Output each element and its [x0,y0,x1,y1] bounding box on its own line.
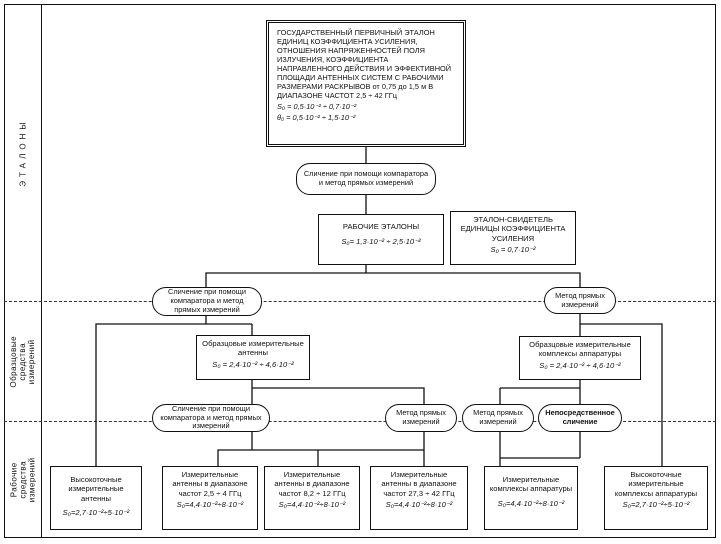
method-left-low-pill: Сличение при помощи компаратора и метод … [152,404,270,432]
bottom-box-2-value: S₀=4,4·10⁻²÷8·10⁻² [176,499,244,509]
bottom-box-4: Измерительные антенны в диапазоне частот… [370,466,468,530]
section-divider-2 [4,421,716,422]
ref-complexes-box: Образцовые измерительные комплексы аппар… [519,336,641,380]
bottom-box-2: Измерительные антенны в диапазоне частот… [162,466,258,530]
diagram-frame [4,4,716,538]
bottom-box-4-value: S₀=4,4·10⁻²÷8·10⁻² [385,499,453,509]
bottom-box-3: Измерительные антенны в диапазоне частот… [264,466,360,530]
ref-antennas-box: Образцовые измерительные антенны S₀ = 2,… [196,335,310,380]
bottom-box-6: Высокоточные измерительные комплексы апп… [604,466,708,530]
method-immediate-pill: Непосредственное сличение [538,404,622,432]
ref-complexes-value: S₀ = 2,4·10⁻² ÷ 4,6·10⁻² [539,360,621,370]
side-column [4,4,42,538]
section-divider-1 [4,301,716,302]
bottom-box-4-title: Измерительные антенны в диапазоне частот… [381,470,457,498]
method-direct-b-pill: Метод прямых измерений [462,404,534,432]
bottom-box-5-value: S₀=4,4·10⁻²÷8·10⁻² [497,498,565,508]
method-top-pill: Сличение при помощи компаратора и метод … [296,163,436,195]
bottom-box-1: Высокоточные измерительные антенны S₀=2,… [50,466,142,530]
primary-theta0-value: θ₀ = 0,5·10⁻² ÷ 1,5·10⁻² [277,113,356,123]
ref-complexes-title: Образцовые измерительные комплексы аппар… [529,340,631,359]
bottom-box-1-title: Высокоточные измерительные антенны [68,475,124,503]
ref-antennas-value: S₀ = 2,4·10⁻² ÷ 4,6·10⁻² [212,359,294,369]
bottom-box-6-title: Высокоточные измерительные комплексы апп… [614,470,698,498]
witness-etalon-box: ЭТАЛОН-СВИДЕТЕЛЬ ЕДИНИЦЫ КОЭФФИЦИЕНТА УС… [450,211,576,265]
bottom-box-1-value: S₀=2,7·10⁻²÷5·10⁻² [62,507,130,517]
bottom-box-5: Измерительные комплексы аппаратуры S₀=4,… [484,466,578,530]
primary-etalon-box: ГОСУДАРСТВЕННЫЙ ПЕРВИЧНЫЙ ЭТАЛОН ЕДИНИЦ … [266,20,466,147]
working-etalon-title: РАБОЧИЕ ЭТАЛОНЫ [342,222,420,231]
bottom-box-6-value: S₀=2,7·10⁻²÷5·10⁻² [622,499,690,509]
ref-antennas-title: Образцовые измерительные антенны [202,339,304,358]
primary-s0-value: S₀ = 0,5·10⁻² ÷ 0,7·10⁻² [277,102,357,112]
bottom-box-3-value: S₀=4,4·10⁻²÷8·10⁻² [278,499,346,509]
witness-etalon-title: ЭТАЛОН-СВИДЕТЕЛЬ ЕДИНИЦЫ КОЭФФИЦИЕНТА УС… [460,215,566,243]
bottom-box-5-title: Измерительные комплексы аппаратуры [489,475,573,494]
method-direct-a-pill: Метод прямых измерений [385,404,457,432]
witness-etalon-value: S₀ = 0,7·10⁻² [490,244,536,254]
working-etalon-box: РАБОЧИЕ ЭТАЛОНЫ S₀= 1,3·10⁻² ÷ 2,5·10⁻² [318,214,444,265]
method-right-mid-pill: Метод прямых измерений [544,287,616,314]
working-etalon-value: S₀= 1,3·10⁻² ÷ 2,5·10⁻² [341,237,421,247]
bottom-box-3-title: Измерительные антенны в диапазоне частот… [274,470,350,498]
bottom-box-2-title: Измерительные антенны в диапазоне частот… [172,470,248,498]
primary-etalon-text: ГОСУДАРСТВЕННЫЙ ПЕРВИЧНЫЙ ЭТАЛОН ЕДИНИЦ … [277,28,452,101]
method-left-mid-pill: Сличение при помощи компаратора и метод … [152,287,262,316]
